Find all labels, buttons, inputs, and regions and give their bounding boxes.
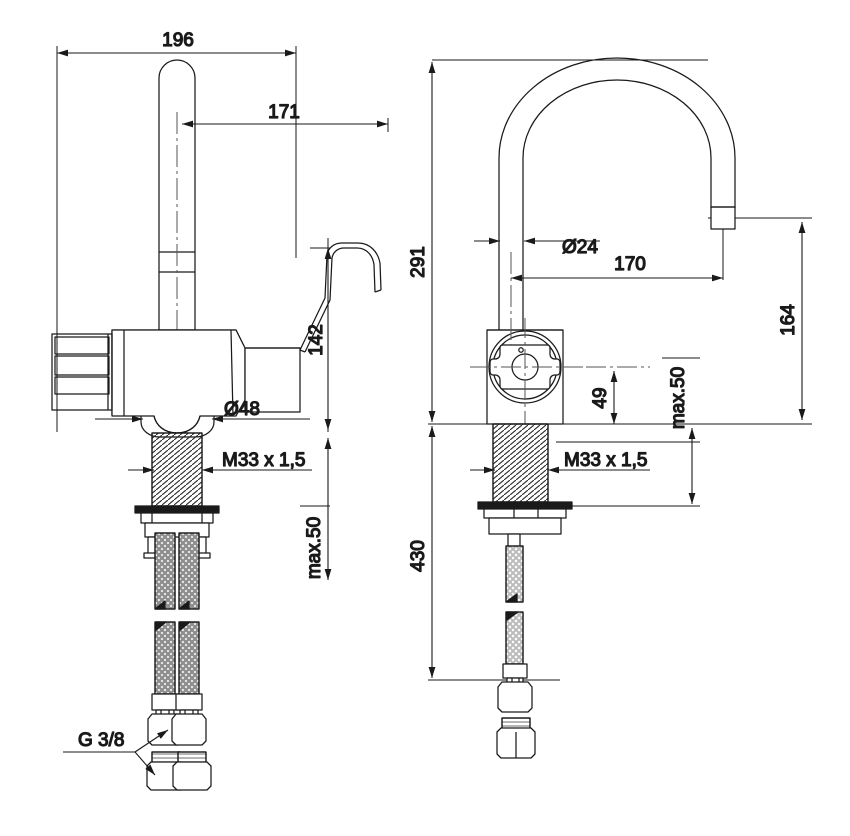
- dim-d24-label: Ø24: [562, 237, 598, 258]
- side-hose-pair-upper: [154, 532, 200, 610]
- dim-49-label: 49: [590, 387, 611, 408]
- dim-m33-left-label: M33 x 1,5: [222, 450, 305, 471]
- front-g38-nut: [496, 717, 536, 759]
- dim-170: [511, 229, 724, 282]
- side-body-outline: [111, 329, 246, 434]
- dim-170-label: 170: [614, 254, 646, 275]
- front-shank-thread: [492, 423, 549, 503]
- dim-196-label: 196: [162, 30, 194, 51]
- dim-max50-right: [662, 357, 700, 504]
- side-mounting-hardware: [134, 505, 220, 559]
- front-hose-upper: [505, 545, 524, 603]
- front-witness-lines: [428, 59, 812, 681]
- front-gooseneck-spout: [498, 57, 736, 330]
- side-handle-knob: [51, 333, 113, 411]
- dim-max50-left: [300, 438, 332, 580]
- front-mounting-hardware: [477, 501, 573, 551]
- dim-142-label: 142: [306, 324, 327, 356]
- dim-max50-right-label: max.50: [668, 367, 689, 429]
- front-knob-centerlines: [470, 318, 586, 424]
- side-g38-nuts: [146, 751, 212, 791]
- dim-142: [310, 247, 332, 430]
- dim-164-label: 164: [778, 304, 799, 336]
- dim-g38-leader: [63, 729, 169, 776]
- dim-291-label: 291: [408, 246, 429, 278]
- dim-m33-right-label: M33 x 1,5: [564, 450, 647, 471]
- side-shank-thread: [151, 432, 203, 507]
- side-hose-pair-lower: [147, 621, 207, 746]
- dim-171-label: 171: [268, 102, 300, 123]
- front-hose-lower: [497, 611, 533, 713]
- dim-g38-label: G 3/8: [78, 730, 124, 751]
- dim-d48-label: Ø48: [224, 399, 260, 420]
- dim-max50-left-label: max.50: [304, 517, 325, 579]
- dim-430-label: 430: [408, 540, 429, 572]
